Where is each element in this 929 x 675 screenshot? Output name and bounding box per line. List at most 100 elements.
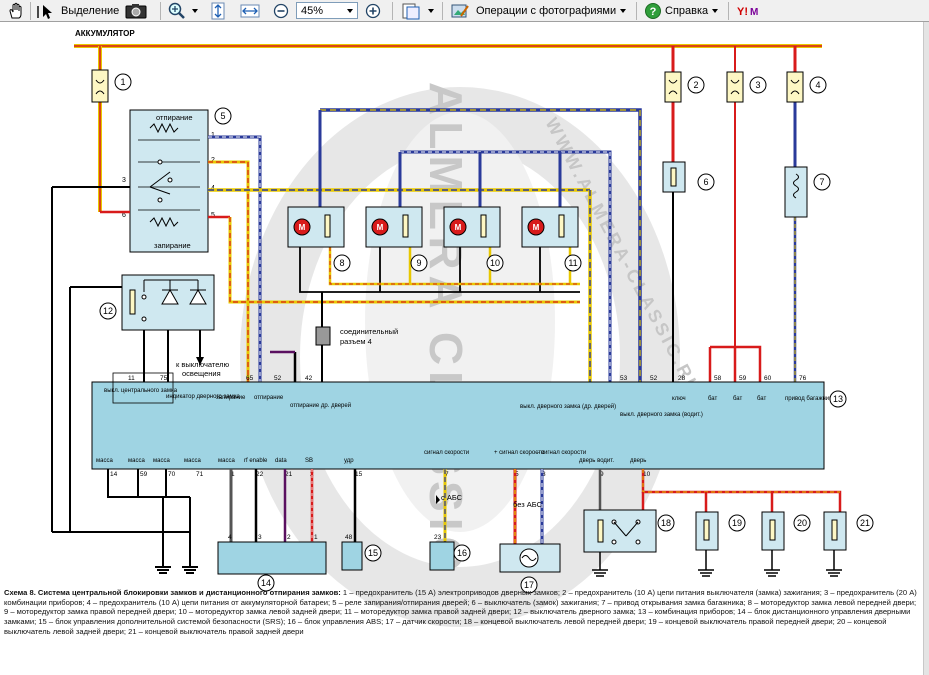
cluster-bottom-label-ground-3: масса: [153, 458, 170, 464]
srs-pin-48: 48: [345, 534, 353, 541]
cluster-label-unlock: отпирание: [254, 395, 284, 401]
callout-10: 10: [486, 254, 504, 272]
zoom-in-dropdown-icon[interactable]: [192, 9, 198, 13]
door-lock-switch-12: к выключателю освещения: [69, 274, 230, 532]
callout-11: 11: [564, 254, 582, 272]
motor-8: M: [287, 206, 345, 248]
relay5-unlock-label: отпирание: [156, 113, 193, 122]
callout-12-text: 12: [103, 306, 113, 316]
callout-13: 13: [829, 390, 847, 408]
cluster-bottom-label-door: дверь: [630, 458, 646, 464]
fit-height-button[interactable]: [208, 2, 228, 20]
callout-9-text: 9: [416, 258, 421, 268]
wiring-diagram: ALMERA CLASSIC WWW.ALMERA-CLASSIC.RU АКК…: [51, 29, 874, 627]
callout-14: 14: [257, 574, 275, 592]
photo-operations-dropdown-icon: [620, 9, 627, 13]
cluster-label-bat-1: бат: [708, 396, 718, 402]
help-menu[interactable]: ? Справка: [644, 2, 719, 20]
cluster-pin-75: 75: [160, 375, 168, 382]
remote-pin-3: 3: [258, 534, 262, 541]
relay5-pin-5: 5: [211, 212, 215, 219]
callout-18-text: 18: [661, 518, 671, 528]
relay5-lock-label: запирание: [154, 241, 191, 250]
callout-19-text: 19: [732, 518, 742, 528]
toolbar: Выделение 45% Операции с фотографиями ? …: [0, 0, 929, 22]
zoom-dropdown-icon: [347, 9, 353, 13]
cluster-bottom-label-speed: сигнал скорости: [424, 450, 469, 456]
callout-16-text: 16: [457, 548, 467, 558]
page-layout-button[interactable]: [400, 2, 434, 20]
zoom-level-value: 45%: [301, 4, 324, 17]
srs-unit-15: 48: [341, 469, 363, 571]
callout-15-text: 15: [368, 548, 378, 558]
callout-8-text: 8: [339, 258, 344, 268]
cluster-label-switch-other: выкл. дверного замка (др. дверей): [520, 403, 616, 410]
callout-2: 2: [687, 76, 705, 94]
zoom-plus-button[interactable]: [364, 2, 382, 20]
cluster-bottom-pin-7: 7: [445, 471, 449, 478]
vertical-scrollbar[interactable]: [923, 22, 929, 675]
yahoo-icon: Y!M: [737, 6, 758, 18]
door-switch-19: [695, 511, 719, 577]
cluster-pin-28: 28: [678, 375, 686, 382]
hand-tool-icon[interactable]: [6, 2, 28, 20]
cluster-pin-58: 58: [714, 375, 722, 382]
callout-9: 9: [410, 254, 428, 272]
callout-11-text: 11: [568, 258, 577, 268]
photo-operations-menu[interactable]: Операции с фотографиями: [450, 2, 627, 20]
callout-3-text: 3: [755, 80, 760, 90]
fit-height-icon: [211, 2, 225, 20]
cluster-bottom-label-sb: SB: [305, 458, 313, 464]
motor-11: M: [521, 206, 579, 248]
light-switch-label-2: освещения: [182, 369, 221, 378]
door-switch-21: [823, 511, 847, 577]
select-tool-button[interactable]: Выделение: [36, 2, 119, 20]
zoom-level-select[interactable]: 45%: [296, 2, 358, 19]
battery-label: АККУМУЛЯТОР: [75, 29, 135, 38]
zoom-out-button[interactable]: [272, 2, 290, 20]
yahoo-button[interactable]: Y!M: [736, 2, 770, 20]
abs-without-label: без АБС: [513, 500, 543, 509]
callout-6: 6: [697, 173, 715, 191]
callout-21: 21: [856, 514, 874, 532]
callout-13-text: 13: [833, 394, 843, 404]
page-layout-dropdown-icon: [428, 9, 434, 13]
cluster-bottom-pin-3: 3: [542, 471, 546, 478]
cluster-label-central-lock: выкл. центрального замка: [104, 388, 178, 394]
cluster-bottom-pin-15: 15: [355, 471, 363, 478]
document-viewport[interactable]: ALMERA CLASSIC WWW.ALMERA-CLASSIC.RU АКК…: [0, 22, 929, 675]
fit-width-button[interactable]: [240, 2, 260, 20]
cluster-label-lock-indicator: индикатор дверного замка: [166, 394, 240, 400]
motor-bus: [299, 108, 642, 382]
fit-width-icon: [240, 4, 260, 18]
abs-pin-23: 23: [434, 534, 442, 541]
cluster-bottom-label-rf: rf enable: [244, 458, 268, 464]
fuse-3: [726, 46, 744, 347]
relay5-pin-6: 6: [122, 212, 126, 219]
callout-20-text: 20: [797, 518, 807, 528]
connector-4: соединительный разъем 4: [315, 326, 398, 382]
svg-text:M: M: [299, 223, 306, 232]
svg-text:M: M: [750, 7, 758, 18]
cluster-bottom-pin-21: 21: [285, 471, 293, 478]
relay-5: отпирание запирание 1 2 3 4 5 6: [122, 109, 215, 253]
help-icon: ?: [645, 3, 661, 19]
snapshot-button[interactable]: [124, 2, 148, 20]
cluster-bottom-pin-22: 22: [256, 471, 264, 478]
cluster-label-lock: запирание: [216, 395, 246, 401]
minus-circle-icon: [273, 3, 289, 19]
cluster-label-bat-2: бат: [733, 396, 743, 402]
svg-text:M: M: [377, 223, 384, 232]
callout-3: 3: [749, 76, 767, 94]
door-switch-20: [761, 511, 785, 577]
cluster-pin-53: 53: [620, 375, 628, 382]
cluster-bottom-label-ground-2: масса: [128, 458, 145, 464]
cluster-bottom-pin-70: 70: [168, 471, 176, 478]
caption-title: Схема 8. Система центральной блокировки …: [4, 588, 341, 597]
callout-12: 12: [99, 302, 117, 320]
callout-8: 8: [333, 254, 351, 272]
zoom-in-button[interactable]: [166, 2, 198, 20]
motor-9: M: [365, 206, 423, 248]
callout-20: 20: [793, 514, 811, 532]
cluster-label-bat-3: бат: [757, 396, 767, 402]
